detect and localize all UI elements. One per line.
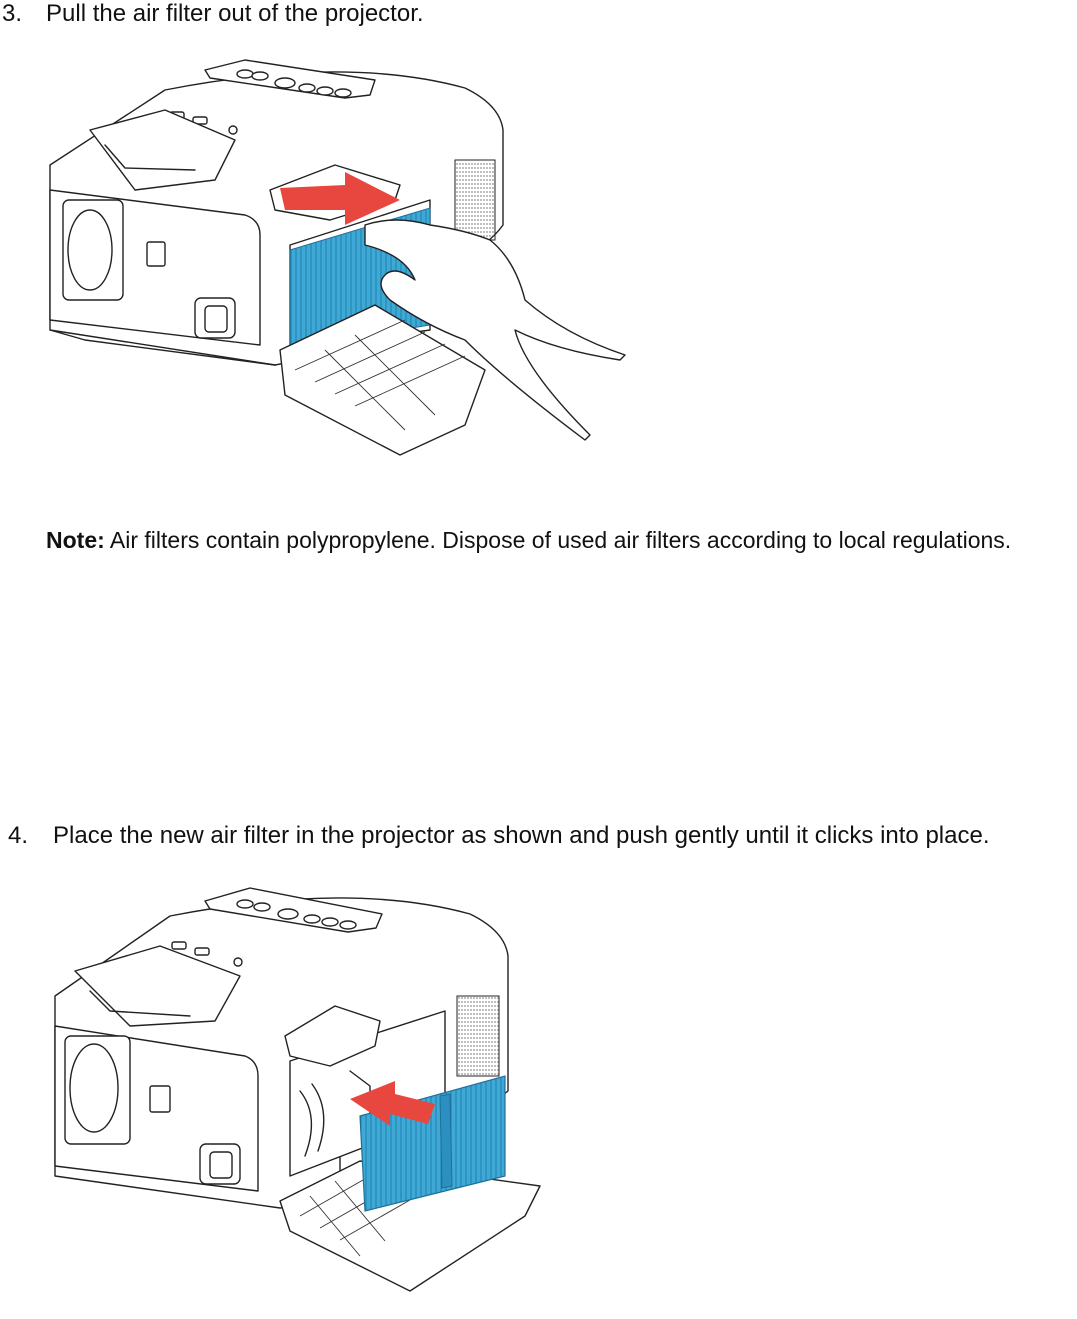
note-label: Note: <box>46 527 105 553</box>
control-buttons-icon <box>236 899 357 930</box>
step-number: 3. <box>2 0 23 27</box>
control-buttons-icon <box>236 69 352 98</box>
note: Note: Air filters contain polypropylene.… <box>46 526 1011 554</box>
note-text: Air filters contain polypropylene. Dispo… <box>109 527 1012 553</box>
step-4: 4. Place the new air filter in the projec… <box>8 822 990 850</box>
step-text: Pull the air filter out of the projector… <box>46 0 424 27</box>
arrow-left-icon <box>350 1081 435 1126</box>
projector-illustration-remove-filter <box>49 59 626 456</box>
hand-icon <box>364 219 626 441</box>
step-number: 4. <box>8 822 29 849</box>
step-3: 3. Pull the air filter out of the project… <box>2 0 424 28</box>
arrow-right-icon <box>280 172 400 225</box>
step-text: Place the new air filter in the projecto… <box>53 822 990 849</box>
projector-illustration-insert-filter <box>54 887 541 1292</box>
